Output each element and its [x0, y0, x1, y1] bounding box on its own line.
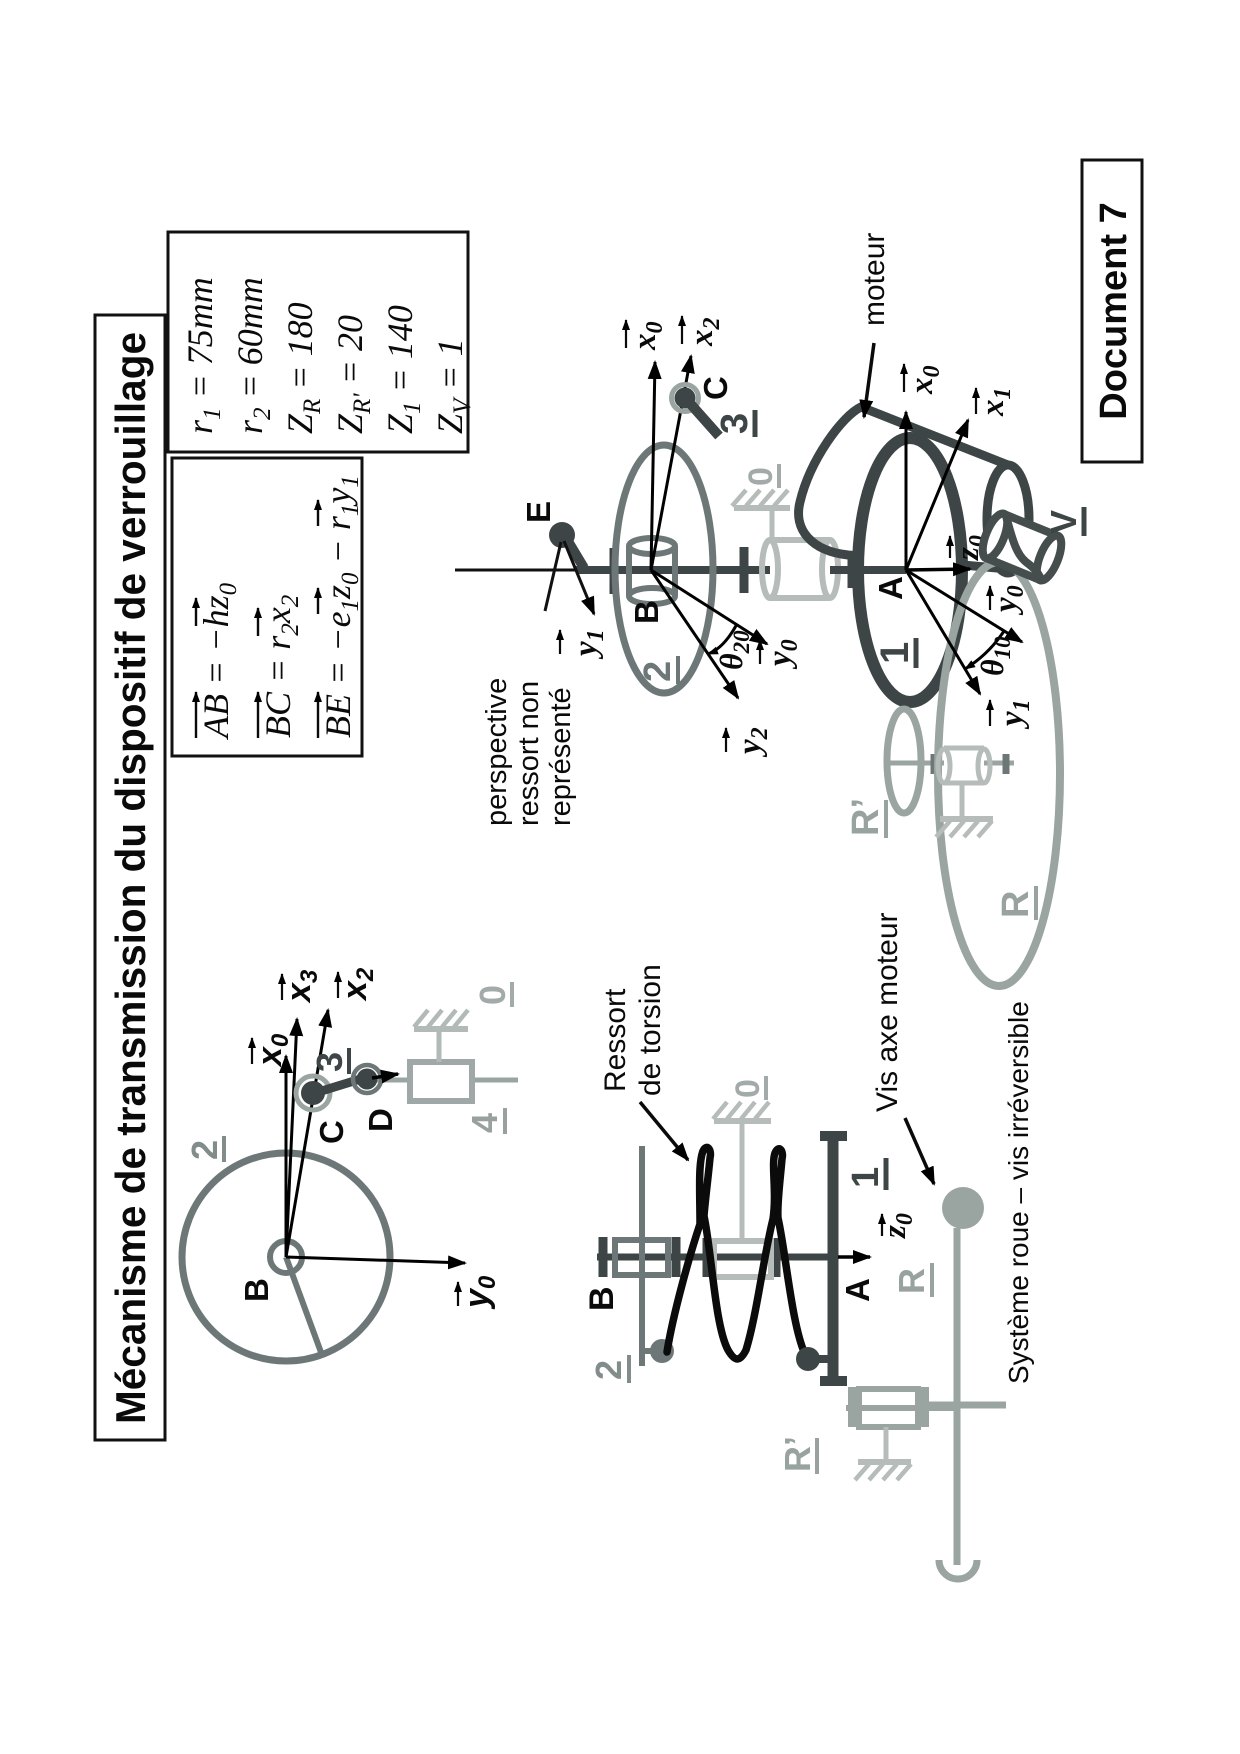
svg-text:3: 3: [309, 1052, 350, 1072]
svg-text:moteur: moteur: [858, 233, 891, 326]
svg-text:ZR' = 20: ZR' = 20: [330, 315, 376, 434]
svg-text:Z1 = 140: Z1 = 140: [380, 305, 426, 434]
svg-text:2: 2: [637, 661, 679, 682]
svg-text:r2 = 60mm: r2 = 60mm: [230, 277, 276, 434]
svg-text:R’: R’: [845, 798, 887, 836]
svg-text:x0: x0: [627, 322, 668, 352]
svg-text:A: A: [872, 576, 909, 600]
svg-text:θ20: θ20: [713, 630, 754, 670]
svg-text:1: 1: [845, 1167, 887, 1188]
svg-text:V: V: [1043, 510, 1084, 534]
svg-text:x2: x2: [336, 967, 379, 1002]
svg-text:y1: y1: [994, 699, 1035, 730]
svg-text:ressort non: ressort non: [513, 681, 545, 826]
svg-text:3: 3: [714, 413, 756, 434]
svg-text:y2: y2: [732, 727, 773, 758]
svg-text:θ10: θ10: [974, 636, 1015, 676]
svg-text:Document 7: Document 7: [1093, 202, 1135, 419]
svg-text:0: 0: [472, 985, 513, 1005]
svg-text:représenté: représenté: [545, 687, 577, 826]
svg-text:B: B: [238, 1278, 275, 1302]
svg-text:y0: y0: [458, 1275, 501, 1310]
svg-text:de torsion: de torsion: [634, 964, 667, 1096]
svg-text:y0: y0: [988, 585, 1029, 616]
svg-text:perspective: perspective: [481, 678, 513, 826]
svg-text:Système roue – vis irréversibl: Système roue – vis irréversible: [1003, 1001, 1034, 1384]
svg-text:AB = −hz0: AB = −hz0: [196, 582, 242, 740]
svg-text:R: R: [995, 891, 1037, 918]
svg-text:x3: x3: [280, 969, 323, 1004]
svg-text:A: A: [839, 1278, 876, 1302]
svg-text:B: B: [583, 1286, 621, 1311]
svg-text:z0: z0: [877, 1213, 918, 1239]
svg-text:1: 1: [873, 642, 917, 664]
svg-text:BC = r2x2: BC = r2x2: [258, 595, 304, 738]
svg-text:Mécanisme de transmission du d: Mécanisme de transmission du dispositif …: [107, 332, 154, 1424]
svg-text:r1 = 75mm: r1 = 75mm: [180, 277, 226, 434]
svg-text:x0: x0: [904, 366, 945, 396]
svg-text:x0: x0: [251, 1033, 294, 1068]
svg-text:Ressort: Ressort: [599, 988, 632, 1092]
svg-text:2: 2: [588, 1360, 629, 1380]
svg-text:x2: x2: [684, 318, 725, 348]
svg-text:x1: x1: [975, 388, 1016, 418]
svg-text:C: C: [697, 376, 734, 400]
svg-text:y0: y0: [762, 639, 803, 670]
svg-text:ZR = 180: ZR = 180: [280, 302, 326, 434]
svg-text:4: 4: [464, 1113, 505, 1133]
svg-text:0: 0: [742, 467, 780, 486]
svg-text:D: D: [362, 1108, 399, 1132]
svg-text:E: E: [520, 501, 557, 523]
svg-text:y1: y1: [568, 629, 609, 660]
svg-text:R’: R’: [777, 1436, 818, 1472]
svg-text:C: C: [313, 1120, 350, 1144]
svg-text:B: B: [628, 600, 665, 624]
svg-text:R: R: [891, 1268, 932, 1294]
svg-text:ZV = 1: ZV = 1: [430, 338, 476, 434]
svg-text:2: 2: [184, 1140, 225, 1160]
svg-text:0: 0: [729, 1079, 767, 1098]
svg-text:Vis axe moteur: Vis axe moteur: [871, 912, 904, 1112]
